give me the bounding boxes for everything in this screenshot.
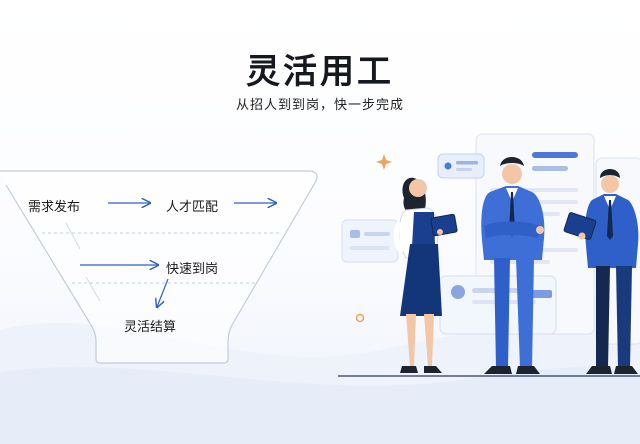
funnel-step-settle: 灵活结算	[124, 320, 177, 335]
dashboard-card-left	[341, 219, 399, 263]
man-right-figure	[563, 169, 639, 374]
funnel-diagram	[0, 170, 318, 364]
funnel-step-publish: 需求发布	[28, 200, 81, 215]
man-center-figure	[481, 157, 545, 374]
sparkle-icon	[376, 154, 392, 170]
page-title: 灵活用工	[246, 52, 394, 92]
business-team-illustration	[338, 133, 640, 377]
funnel-step-arrive: 快速到岗	[166, 262, 219, 277]
woman-figure	[393, 177, 458, 373]
message-bubble	[437, 153, 485, 179]
page-subtitle: 从招人到到岗，快一步完成	[235, 98, 404, 113]
funnel-step-match: 人才匹配	[166, 200, 219, 215]
tablet-icon	[563, 212, 597, 240]
circle-icon	[355, 313, 365, 323]
arrow-to-settle	[157, 278, 169, 307]
avatar-icon	[451, 285, 465, 299]
tablet-icon	[430, 213, 458, 237]
